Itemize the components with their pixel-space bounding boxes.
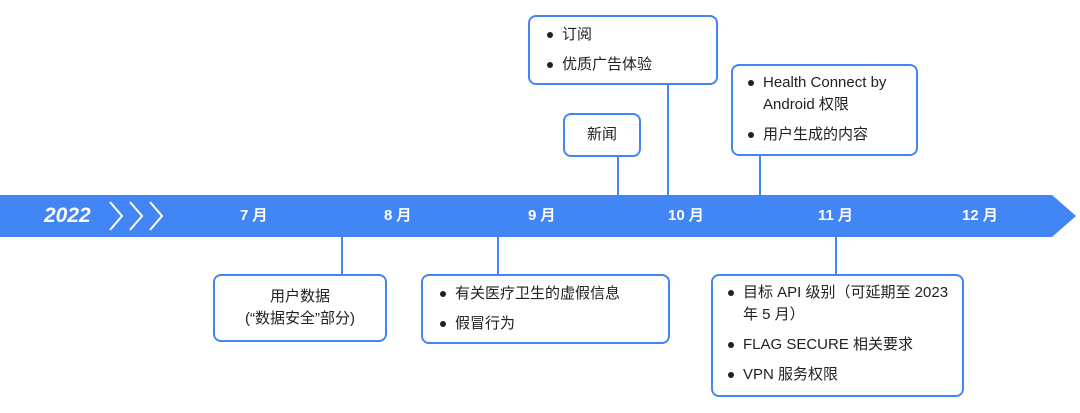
- chevron-right-icon: [124, 199, 148, 233]
- month-label-aug: 8 月: [384, 207, 412, 224]
- list-item: Health Connect by Android 权限: [745, 72, 904, 116]
- milestone-box-health-misinfo: 有关医疗卫生的虚假信息 假冒行为: [421, 274, 670, 344]
- milestone-box-user-data: 用户数据 (“数据安全”部分): [213, 274, 387, 342]
- list-item: 订阅: [544, 24, 702, 46]
- list-item: 优质广告体验: [544, 54, 702, 76]
- list-item: 用户生成的内容: [745, 124, 904, 146]
- milestone-box-news: 新闻: [563, 113, 641, 157]
- milestone-box-target-api: 目标 API 级别（可延期至 2023 年 5 月） FLAG SECURE 相…: [711, 274, 964, 397]
- month-label-jul: 7 月: [240, 207, 268, 224]
- timeline-bar: [0, 195, 1052, 237]
- year-label: 2022: [44, 204, 91, 227]
- milestone-box-health-connect: Health Connect by Android 权限 用户生成的内容: [731, 64, 918, 156]
- month-label-dec: 12 月: [962, 207, 998, 224]
- list-item: 有关医疗卫生的虚假信息: [437, 283, 654, 305]
- month-label-nov: 11 月: [818, 207, 854, 224]
- news-label: 新闻: [586, 126, 617, 143]
- connector-user-data: [341, 236, 343, 274]
- list-item: FLAG SECURE 相关要求: [725, 334, 950, 356]
- list-item: 假冒行为: [437, 313, 654, 335]
- month-label-oct: 10 月: [668, 207, 704, 224]
- list-item: 目标 API 级别（可延期至 2023 年 5 月）: [725, 282, 950, 326]
- milestone-box-subscriptions: 订阅 优质广告体验: [528, 15, 718, 85]
- timeline-arrow-tip: [1052, 195, 1076, 237]
- list-item: VPN 服务权限: [725, 364, 950, 386]
- connector-subscriptions: [667, 85, 669, 232]
- user-data-title: 用户数据: [269, 288, 330, 305]
- connector-health-connect: [759, 155, 761, 196]
- chevron-right-icon: [144, 199, 168, 233]
- connector-target-api: [835, 236, 837, 274]
- connector-health-misinfo: [497, 236, 499, 274]
- chevron-right-icon: [104, 199, 128, 233]
- user-data-subtitle: (“数据安全”部分): [245, 310, 355, 327]
- month-label-sep: 9 月: [528, 207, 556, 224]
- connector-news: [617, 156, 619, 196]
